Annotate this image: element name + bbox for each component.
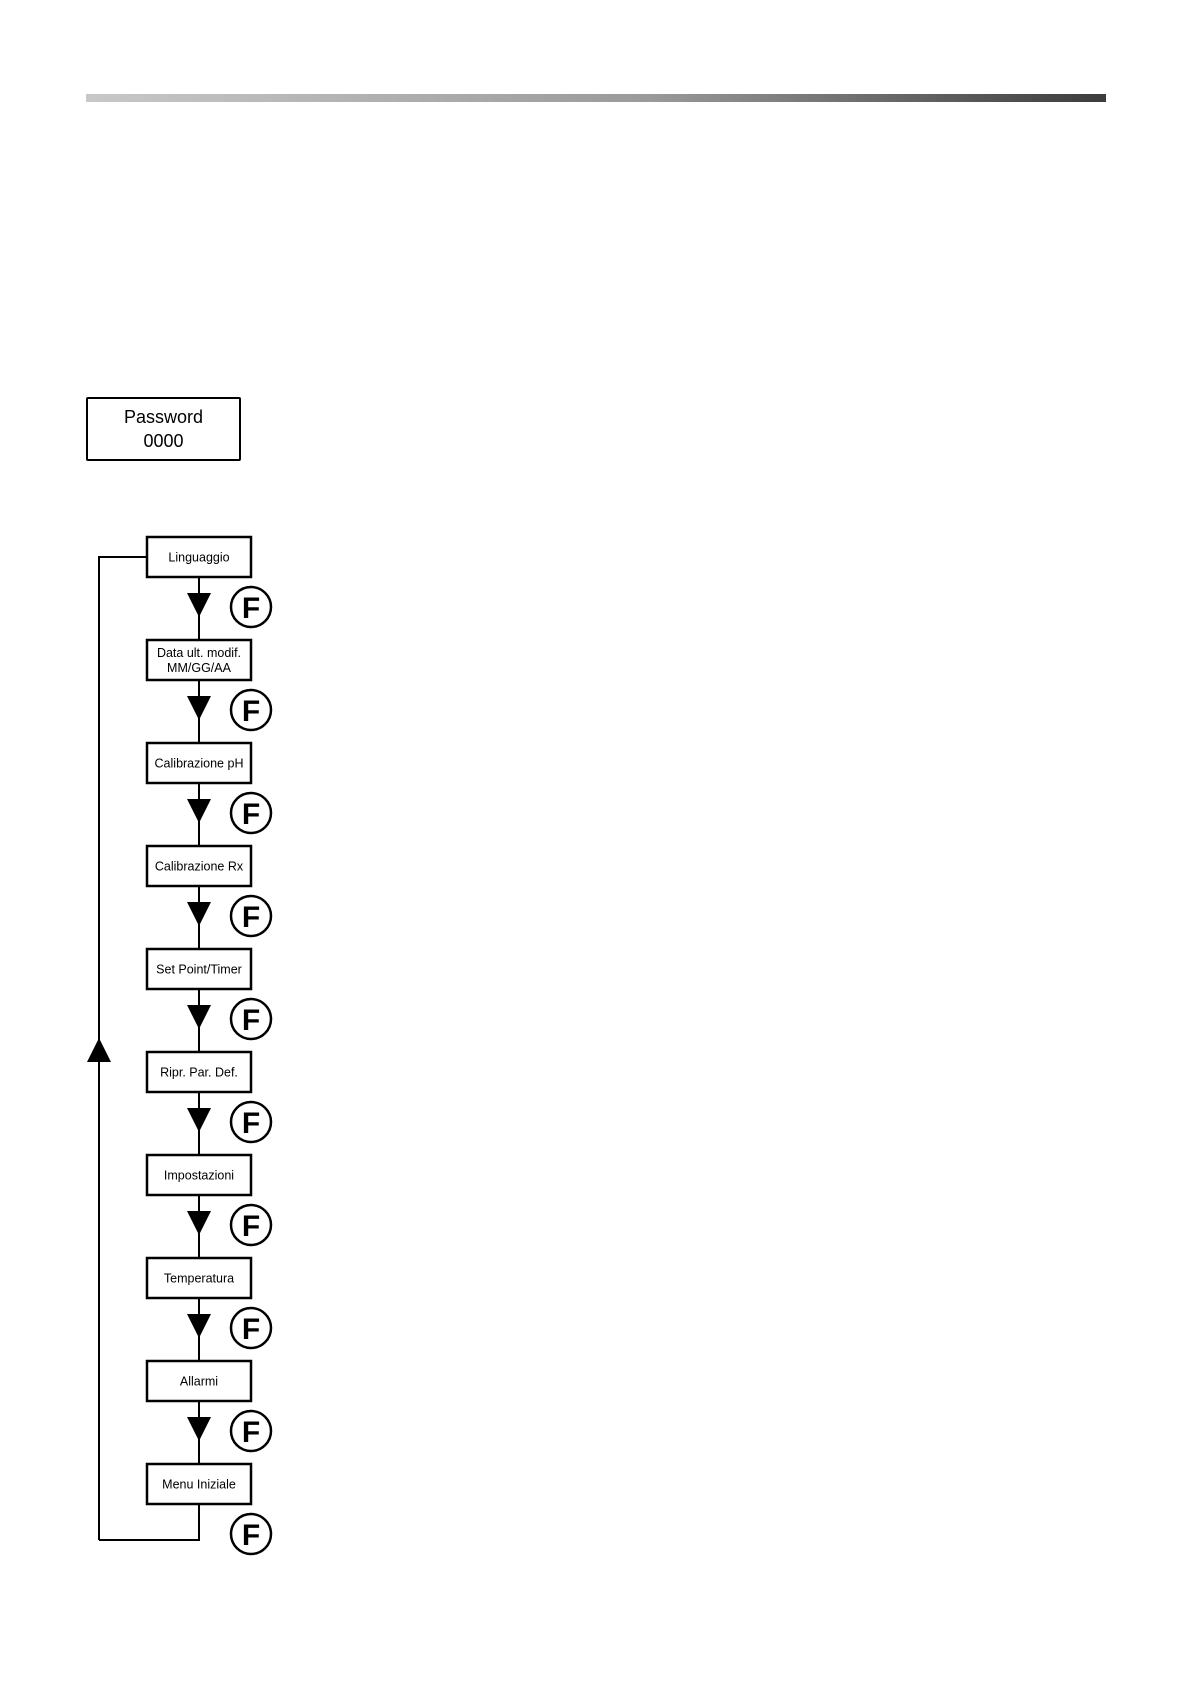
- loop-line: [99, 557, 147, 1540]
- f-key-label: F: [242, 1416, 260, 1449]
- f-key-label: F: [242, 1107, 260, 1140]
- f-key-label: F: [242, 1210, 260, 1243]
- menu-node-label: Ripr. Par. Def.: [160, 1066, 238, 1080]
- f-key-label: F: [242, 1313, 260, 1346]
- f-key-label: F: [242, 1519, 260, 1552]
- f-key-label: F: [242, 695, 260, 728]
- menu-node-label: Impostazioni: [164, 1169, 234, 1183]
- down-arrow: [187, 1108, 211, 1132]
- menu-node-label: Calibrazione pH: [155, 757, 244, 771]
- down-arrow: [187, 1211, 211, 1235]
- menu-node-label: Temperatura: [164, 1272, 234, 1286]
- f-key-label: F: [242, 901, 260, 934]
- f-key-label: F: [242, 798, 260, 831]
- down-arrow: [187, 799, 211, 823]
- menu-node-label: Calibrazione Rx: [155, 860, 244, 874]
- down-arrow: [187, 1005, 211, 1029]
- down-arrow: [187, 1314, 211, 1338]
- menu-node-label: Set Point/Timer: [156, 963, 242, 977]
- menu-node-label: Menu Iniziale: [162, 1478, 236, 1492]
- down-arrow: [187, 902, 211, 926]
- up-arrow: [87, 1038, 111, 1062]
- menu-node-label: Allarmi: [180, 1375, 218, 1389]
- menu-node-label: MM/GG/AA: [167, 661, 232, 675]
- return-line: [99, 1504, 199, 1540]
- down-arrow: [187, 593, 211, 617]
- down-arrow: [187, 696, 211, 720]
- f-key-label: F: [242, 1004, 260, 1037]
- f-key-label: F: [242, 592, 260, 625]
- menu-node-label: Data ult. modif.: [157, 646, 241, 660]
- down-arrow: [187, 1417, 211, 1441]
- menu-node-label: Linguaggio: [168, 551, 229, 565]
